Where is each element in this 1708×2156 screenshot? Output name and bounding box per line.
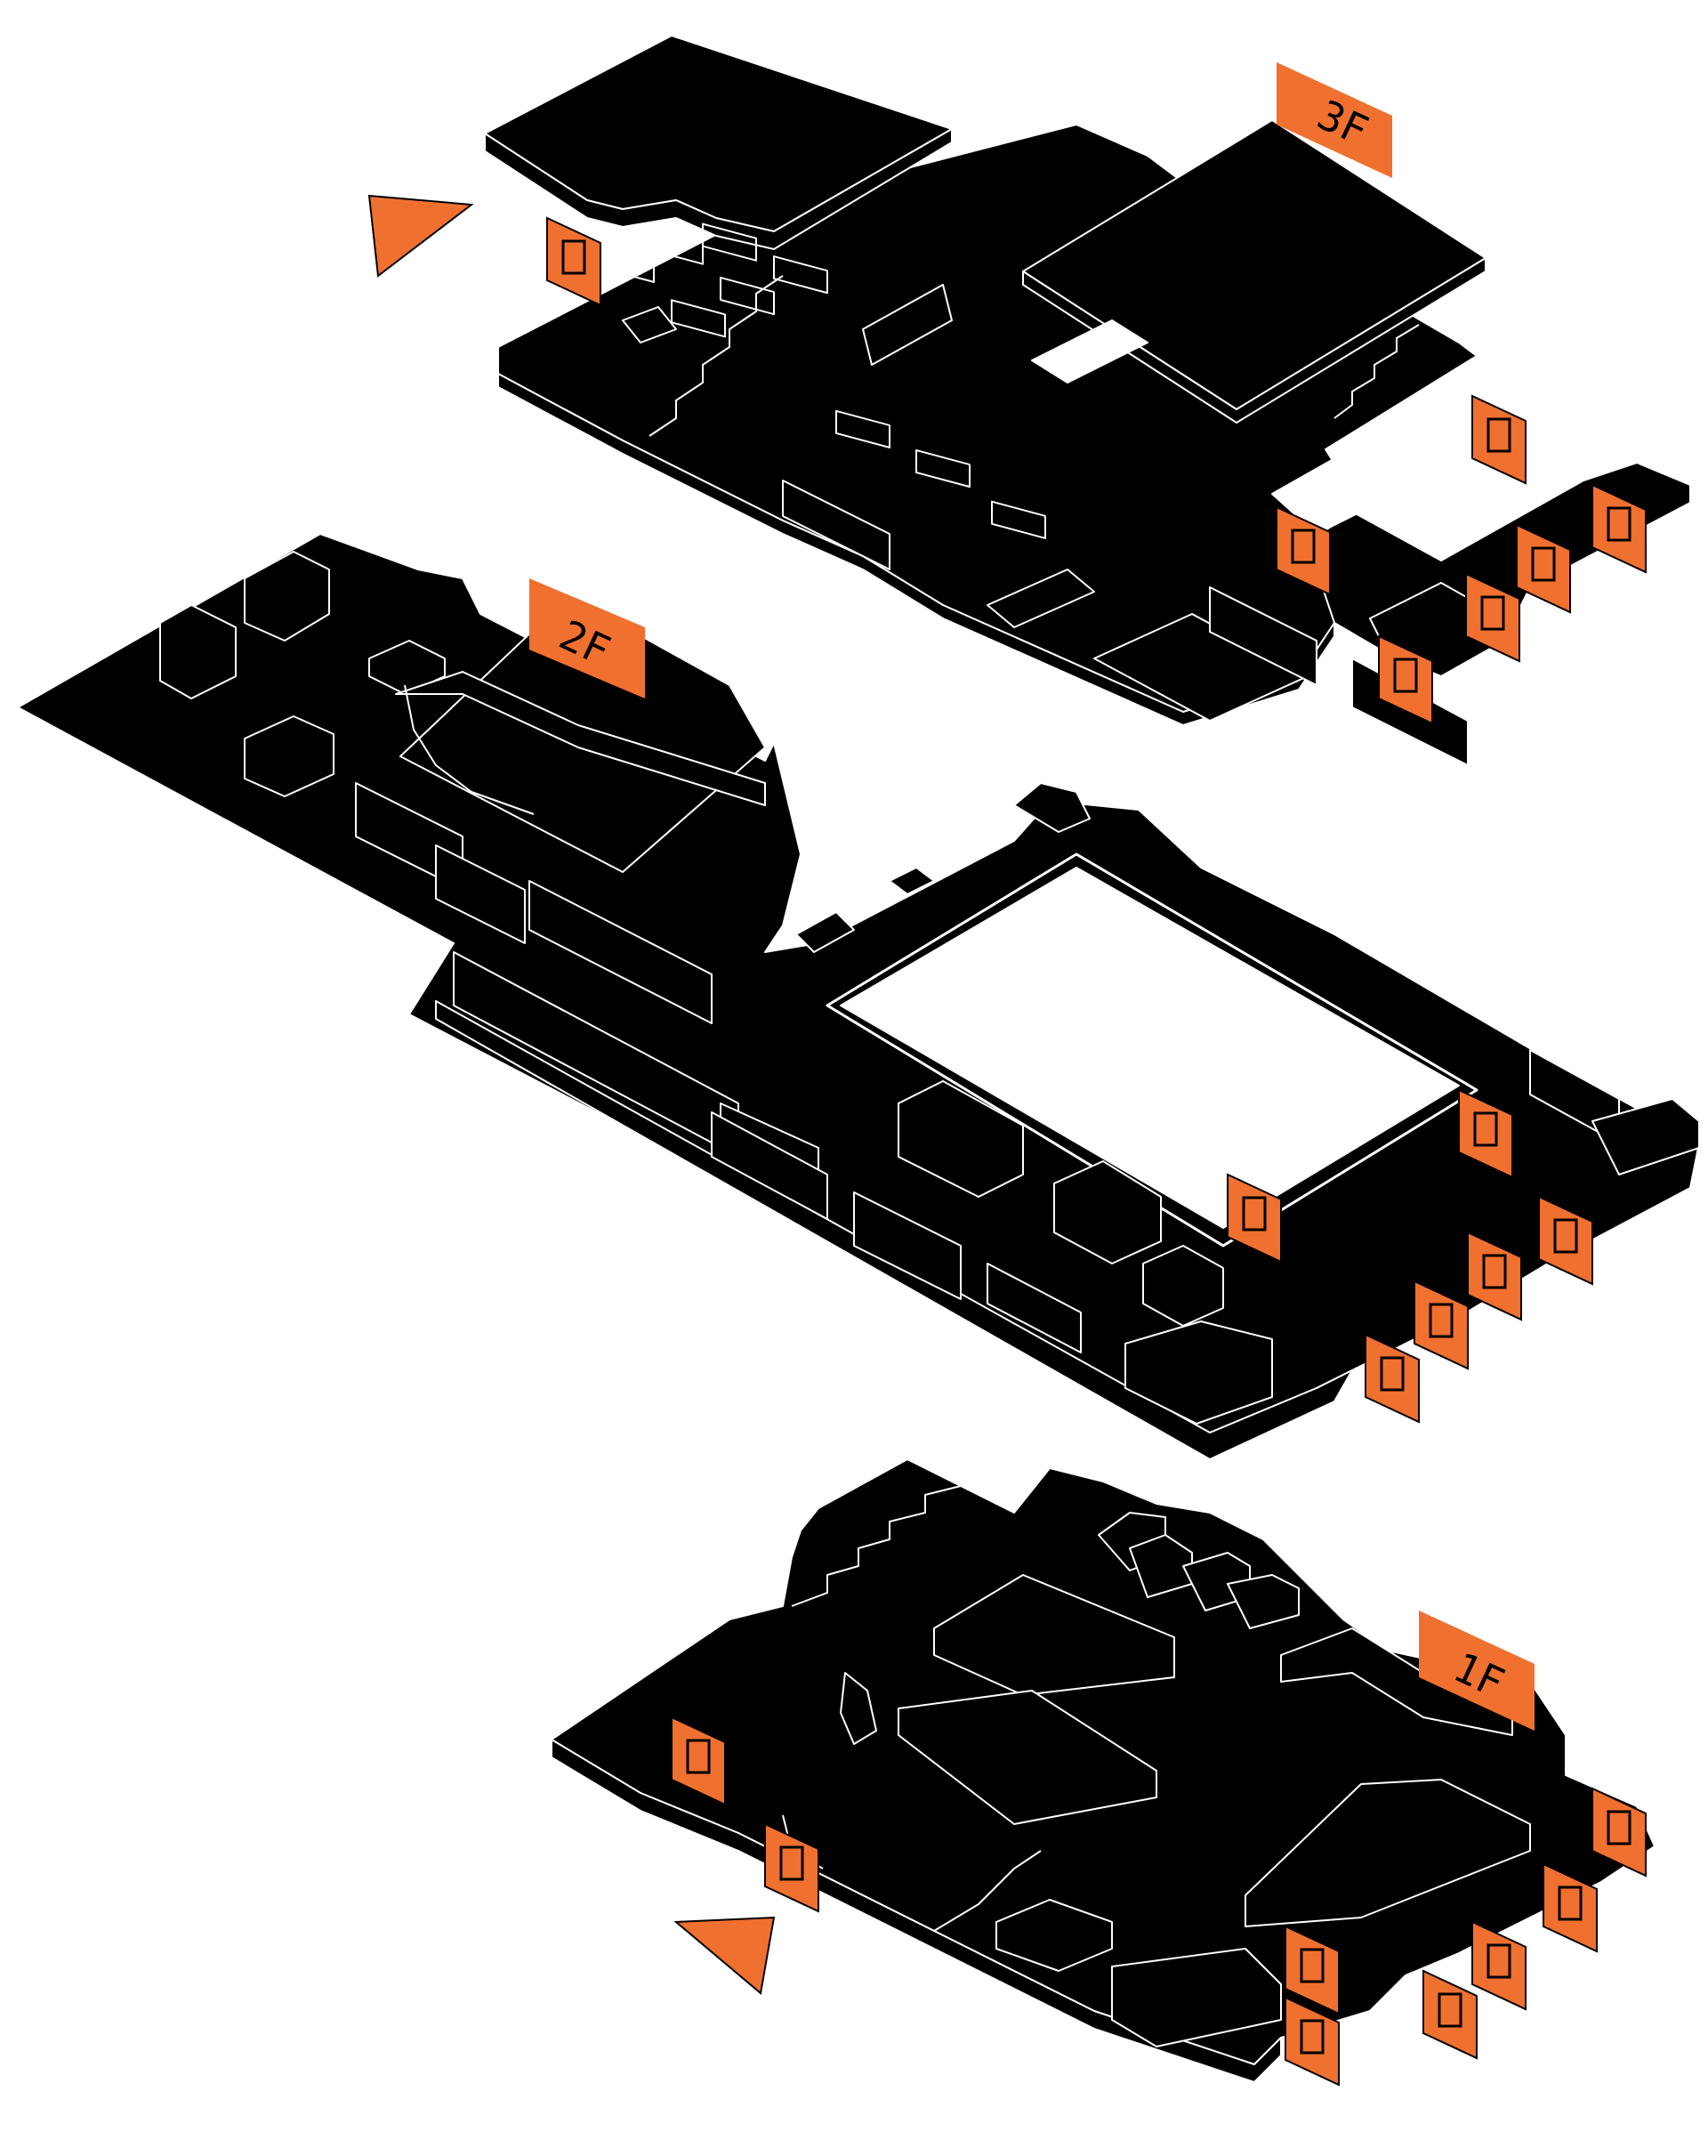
- direction-arrow-1f: [673, 1916, 776, 1995]
- accessible-icon: [1591, 483, 1647, 574]
- elevator-icon: [1516, 523, 1571, 614]
- restroom-icon: [1458, 1088, 1513, 1179]
- floor-label-1f-plate: [1419, 1611, 1535, 1731]
- facility-signs: [546, 216, 1647, 2087]
- emergency-exit-icon: [1422, 1969, 1478, 2060]
- accessible-icon: [1538, 1195, 1593, 1286]
- floor-3f[interactable]: [484, 35, 1691, 726]
- information-desk-icon: [671, 1716, 726, 1806]
- stairs-icon: [1276, 505, 1331, 596]
- floor-2f-curved-wall: [404, 684, 535, 815]
- floor-3f-conference-edge: [484, 128, 953, 250]
- elevator-icon: [1467, 1231, 1522, 1321]
- stairs-icon: [1227, 1173, 1282, 1264]
- escalator-icon: [764, 1822, 819, 1913]
- floor-3f-kiosk: [622, 306, 677, 343]
- escalator-icon: [546, 216, 601, 307]
- floor-3f-counter: [862, 284, 953, 366]
- stairs-icon: [1285, 1925, 1340, 2015]
- floor-3f-staircase-2: [1333, 324, 1420, 419]
- floor-1f-features: [840, 1512, 1531, 2047]
- elevator-arrows-icon: [1285, 1996, 1340, 2087]
- floor-3f-bench: [782, 480, 890, 570]
- floor-label-2f-plate: [529, 578, 645, 698]
- floor-label-1f: 1F: [1419, 1611, 1535, 1731]
- floor-2f-shop-blocks: [159, 551, 1700, 1425]
- floor-3f-staircase: [649, 275, 784, 437]
- floor-2f-slab-edge: [435, 1000, 1353, 1460]
- elevator-arrows-icon: [1365, 1333, 1420, 1424]
- floor-1f-terraced-seating: [791, 1467, 997, 1607]
- floor-2f-courtyard: [840, 867, 1460, 1229]
- floor-2f-wall-strip: [395, 671, 766, 806]
- elevator-icon: [1471, 1920, 1527, 2011]
- floor-1f-walkway: [933, 1850, 1042, 1932]
- floor-label-3f-plate: [1277, 62, 1392, 178]
- floor-3f-bench-2: [987, 569, 1095, 628]
- floor-1f[interactable]: [551, 1458, 1656, 2083]
- direction-arrow-3f: [367, 194, 474, 278]
- emergency-exit-icon: [1414, 1280, 1469, 1370]
- restroom-icon: [1471, 394, 1527, 485]
- floor-3f-void-2: [1031, 319, 1148, 384]
- emergency-exit-icon: [1465, 572, 1520, 663]
- elevator-arrows-icon: [1378, 634, 1433, 725]
- accessible-icon: [1543, 1862, 1598, 1953]
- floor-3f-slab-edge: [497, 373, 1335, 726]
- restroom-icon: [1591, 1787, 1647, 1877]
